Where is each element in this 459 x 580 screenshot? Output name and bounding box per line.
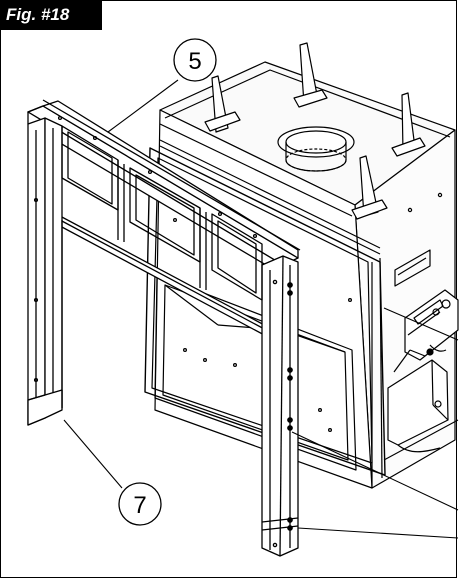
callout-7-label: 7 xyxy=(133,492,146,519)
leader-line-5 xyxy=(107,79,179,133)
control-valve-assembly xyxy=(387,289,459,453)
leader-line-right-1 xyxy=(383,307,459,341)
leader-line-right-4 xyxy=(297,527,459,539)
callout-5: 5 xyxy=(173,38,217,82)
leader-lines xyxy=(63,79,459,539)
leader-line-right-2 xyxy=(383,419,459,461)
leader-line-right-3 xyxy=(291,431,459,511)
leader-line-7 xyxy=(63,419,123,489)
standoff-brackets xyxy=(204,42,426,220)
figure-label: Fig. #18 xyxy=(0,0,102,30)
front-framing xyxy=(27,99,301,557)
callout-5-label: 5 xyxy=(188,48,201,75)
callout-7: 7 xyxy=(118,482,162,526)
flue-collar xyxy=(277,126,355,172)
